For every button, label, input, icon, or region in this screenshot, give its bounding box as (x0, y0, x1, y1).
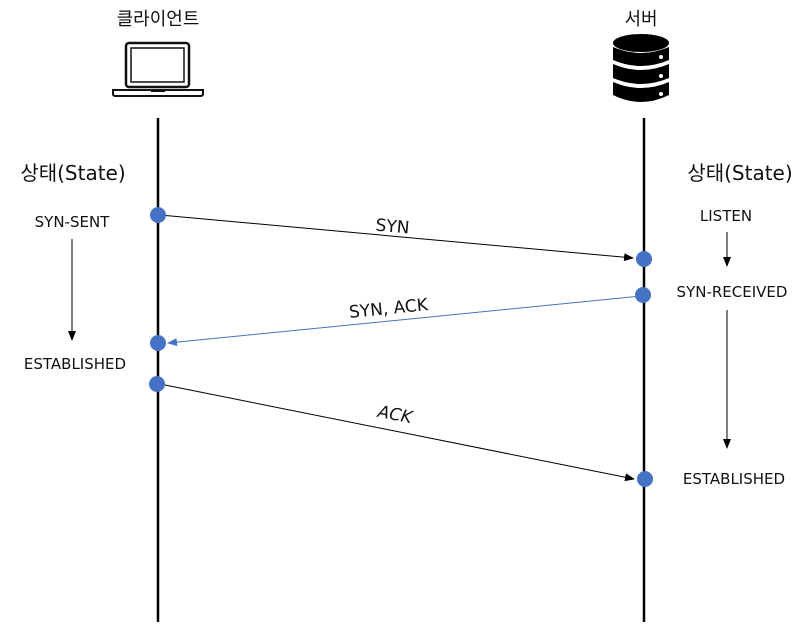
ack-message-label: ACK (375, 402, 416, 429)
server-node-ack-received (637, 471, 653, 487)
client-label: 클라이언트 (117, 9, 200, 30)
server-state-syn-received: SYN-RECEIVED (677, 283, 788, 301)
server-state-listen: LISTEN (700, 207, 752, 225)
server-node-syn-received (636, 251, 652, 267)
client-node-syn-sent (150, 207, 166, 223)
server-state-established: ESTABLISHED (683, 470, 785, 488)
client-state-header: 상태(State) (20, 161, 125, 185)
client-node-syn-ack-received (150, 335, 166, 351)
server-state-header: 상태(State) (687, 161, 792, 185)
database-icon (613, 34, 669, 102)
syn-ack-message-label: SYN, ACK (348, 295, 429, 323)
client-node-ack-sent (149, 376, 165, 392)
syn-message-arrow (159, 214, 634, 262)
client-state-established: ESTABLISHED (24, 355, 126, 373)
server-node-syn-ack-sent (635, 287, 651, 303)
ack-message-arrow (159, 383, 635, 482)
syn-message-label: SYN (375, 216, 411, 239)
syn-ack-message-arrow (167, 295, 642, 347)
client-state-syn-sent: SYN-SENT (35, 213, 111, 231)
server-label: 서버 (624, 9, 657, 30)
laptop-icon (112, 41, 204, 97)
